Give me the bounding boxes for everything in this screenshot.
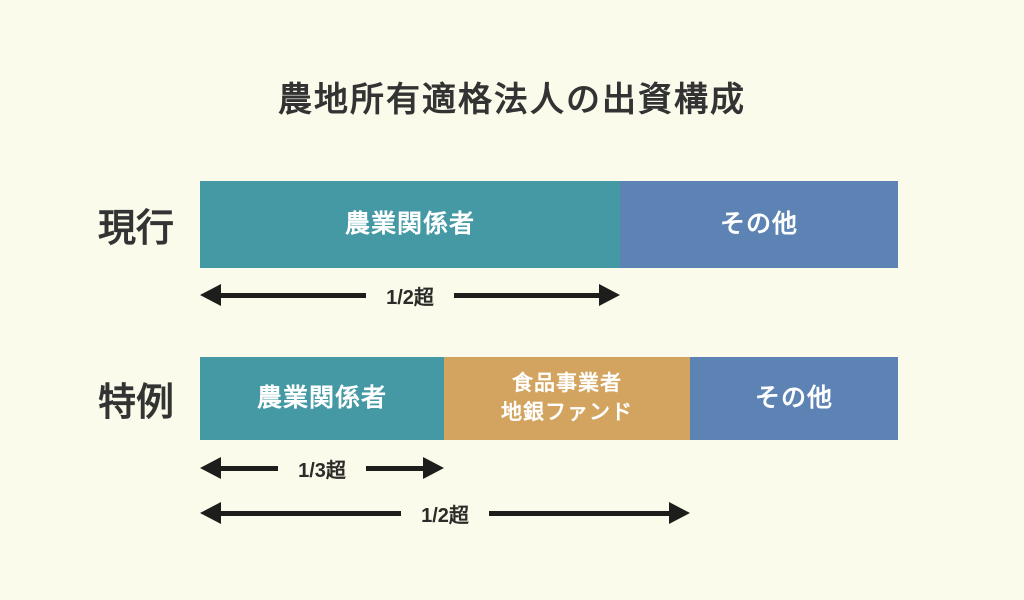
row-label-special: 特例	[98, 382, 175, 424]
bar-current: 農業関係者 その他	[200, 181, 898, 268]
arrow-line	[365, 465, 424, 471]
segment-label-line1: 食品事業者	[512, 372, 622, 396]
arrow-line	[220, 510, 402, 516]
arrow-line	[453, 292, 600, 298]
diagram-title: 農地所有適格法人の出資構成	[278, 81, 746, 119]
range-arrow-special-third: 1/3超	[200, 455, 444, 482]
arrow-right-head-icon	[423, 457, 444, 479]
segment-label: 農業関係者	[344, 209, 475, 238]
arrow-left-head-icon	[200, 457, 221, 479]
bar-special: 農業関係者 食品事業者 地銀ファンド その他	[200, 357, 898, 440]
segment-food-fund-special: 食品事業者 地銀ファンド	[444, 357, 690, 440]
range-arrow-special-half: 1/2超	[200, 500, 690, 527]
segment-label: その他	[754, 383, 833, 412]
arrow-label: 1/2超	[421, 504, 469, 527]
arrow-line	[488, 510, 670, 516]
arrow-right-head-icon	[669, 502, 690, 524]
arrow-left-head-icon	[200, 284, 221, 306]
segment-others-special: その他	[690, 357, 898, 440]
segment-agriculture-current: 農業関係者	[200, 181, 620, 268]
segment-agriculture-special: 農業関係者	[200, 357, 444, 440]
range-arrow-current-half: 1/2超	[200, 282, 620, 309]
segment-others-current: その他	[620, 181, 898, 268]
arrow-label: 1/3超	[298, 459, 346, 482]
arrow-label: 1/2超	[386, 286, 434, 309]
arrow-line	[220, 465, 279, 471]
segment-label: その他	[719, 209, 798, 238]
arrow-right-head-icon	[599, 284, 620, 306]
segment-label-line2: 地銀ファンド	[501, 400, 633, 424]
arrow-line	[220, 292, 367, 298]
row-label-current: 現行	[98, 208, 175, 250]
segment-label: 農業関係者	[256, 383, 387, 412]
arrow-left-head-icon	[200, 502, 221, 524]
